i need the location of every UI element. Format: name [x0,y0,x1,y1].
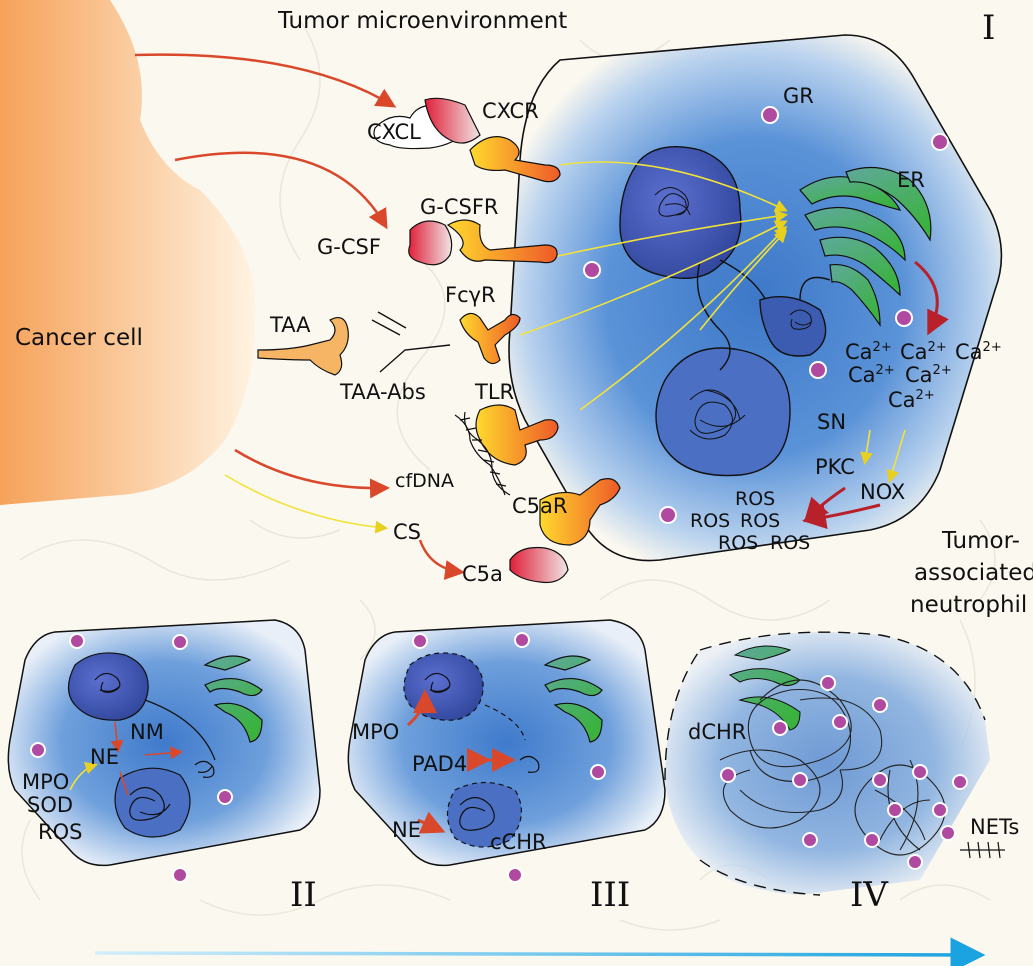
cxcr-ligand-shape [424,97,481,144]
cell-iii-arrows [407,689,516,834]
cxcr-label: CXCR [482,99,539,123]
ros-label-ii: ROS [38,820,83,844]
c5ar-receptor [539,478,621,546]
calcium-label-3: Ca2+ [955,340,1002,364]
calcium-label-5: Ca2+ [905,363,952,387]
granules-i [583,106,949,524]
gcsfr-receptor [446,219,558,264]
cxcl-label: CXCL [367,120,421,144]
ne-label-ii: NE [90,745,119,769]
cfdna-label: cfDNA [395,470,454,492]
tumor-neutrophil-label-1: Tumor- [942,528,1020,554]
c5ar-label: C5aR [512,494,568,518]
ros-label-4: ROS [718,532,759,554]
er-label: ER [897,168,925,192]
c5a-label: C5a [462,562,503,586]
diagram-title: Tumor microenvironment [278,8,568,34]
calcium-label-6: Ca2+ [888,388,935,412]
ros-label-2: ROS [690,510,731,532]
panel-label-iv: IV [850,875,888,915]
granules-ii [30,633,233,883]
endoplasmic-reticulum-i [799,166,932,327]
cfdna-helix [454,411,511,496]
calcium-label-2: Ca2+ [900,340,947,364]
nets-label: NETs [970,815,1020,839]
nm-label: NM [130,720,164,744]
calcium-label-4: Ca2+ [848,363,895,387]
background-pattern [19,19,996,931]
chromatin-i [654,187,812,440]
mpo-label-iii: MPO [352,720,400,744]
ne-label-iii: NE [392,818,421,842]
mpo-label-ii: MPO [22,770,70,794]
taa-antigen [257,317,349,376]
fcgr-receptor [459,312,521,365]
gcsf-ligand [408,220,453,266]
granules-iii [412,632,606,883]
dchr-label: dCHR [688,720,747,744]
sn-label: SN [817,410,847,434]
taa-abs-label: TAA-Abs [340,380,426,404]
signal-arrows-red-i [802,260,949,530]
ros-label-5: ROS [770,532,811,554]
panel-label-ii: II [290,875,317,915]
sod-label: SOD [27,793,74,817]
gr-label: GR [783,84,814,108]
cancer-cell-label: Cancer cell [15,325,143,351]
cancer-cell-shape [0,0,256,505]
tumor-neutrophil-label-2: associated [914,560,1033,586]
taa-antibodies [371,311,451,373]
panel-label-i: I [982,8,996,48]
receptors [257,97,621,584]
progression-arrow [94,937,986,966]
taa-label: TAA [270,313,311,337]
gcsfr-label: G-CSFR [420,195,499,219]
calcium-label-1: Ca2+ [845,340,892,364]
nucleus-i [619,145,831,477]
cell-ii-arrows [69,721,184,796]
c5a-ligand [509,546,569,584]
cchr-label: cCHR [490,830,547,854]
cancer-signal-arrows [134,53,465,580]
ros-label-3: ROS [740,510,781,532]
ros-label-1: ROS [735,488,776,510]
nox-label: NOX [860,480,906,504]
granules-iv [720,675,968,870]
cell-ii-organelles [67,652,263,838]
cxcr-receptor [469,136,561,183]
signal-arrows-i [519,161,906,484]
neutrophil-cell-i-outline [508,34,1003,562]
tlr-label: TLR [475,380,515,404]
gcsf-label: G-CSF [317,235,381,259]
tumor-neutrophil-label-3: neutrophil [910,592,1028,618]
panel-label-iii: III [590,875,631,915]
pkc-label: PKC [815,455,855,479]
pad4-label: PAD4 [412,752,468,776]
fcgr-label: FcγR [445,283,496,307]
cs-label: CS [393,520,421,544]
cell-iv [664,631,1005,896]
